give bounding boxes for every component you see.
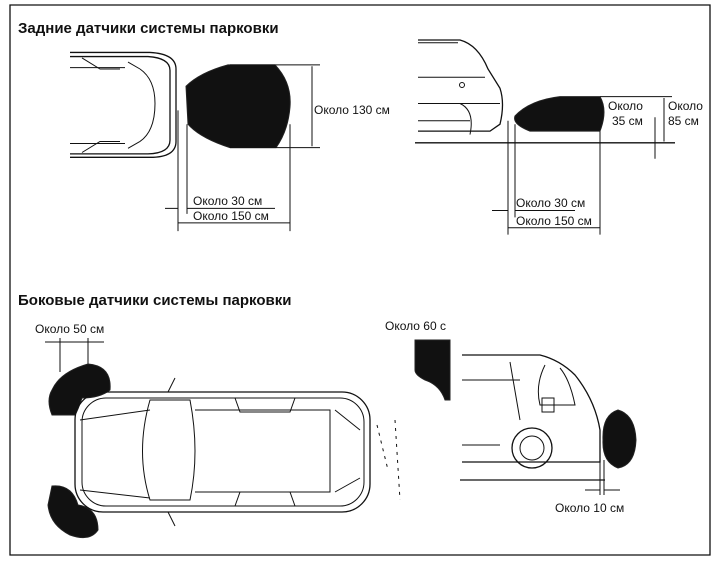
side-top-dimensions (45, 338, 104, 372)
side-upper-detection-zone (415, 340, 450, 400)
rear-side-far-label: Около 150 см (516, 214, 592, 228)
side-side-height-label: Около 60 с (385, 319, 446, 333)
rear-side-near-height-label-2: 35 см (612, 114, 643, 128)
rear-top-dimensions (165, 65, 320, 231)
rear-side-detection-zone (515, 97, 604, 132)
side-sensors-title: Боковые датчики системы парковки (18, 292, 291, 309)
rear-side-car-handle (460, 83, 465, 88)
rear-side-near-height-label-1: Около (608, 99, 643, 113)
side-side-view-car (460, 355, 605, 480)
side-rear-detection-zone (48, 486, 98, 538)
frame-border (10, 5, 710, 555)
rear-top-view-car (70, 52, 176, 157)
side-top-width-label: Около 50 см (35, 322, 104, 336)
side-side-dimensions (585, 440, 620, 495)
rear-side-view-car (415, 40, 675, 143)
rear-side-near-label: Около 30 см (516, 196, 585, 210)
side-side-offset-label: Около 10 см (555, 501, 624, 515)
rear-side-far-height-label-1: Около (668, 99, 703, 113)
rear-top-far-label: Около 150 см (193, 209, 269, 223)
side-top-sensor-hatching (377, 420, 400, 500)
rear-top-height-label: Около 130 см (314, 103, 390, 117)
rear-side-dimensions (492, 97, 672, 235)
side-front-detection-zone (49, 364, 110, 415)
side-top-view-car (75, 378, 370, 526)
rear-side-far-height-label-2: 85 см (668, 114, 699, 128)
rear-top-near-label: Около 30 см (193, 194, 262, 208)
rear-section-drawings (70, 40, 675, 235)
side-lower-detection-zone (603, 410, 636, 468)
rear-sensors-title: Задние датчики системы парковки (18, 20, 279, 37)
rear-top-detection-zone (186, 65, 290, 148)
